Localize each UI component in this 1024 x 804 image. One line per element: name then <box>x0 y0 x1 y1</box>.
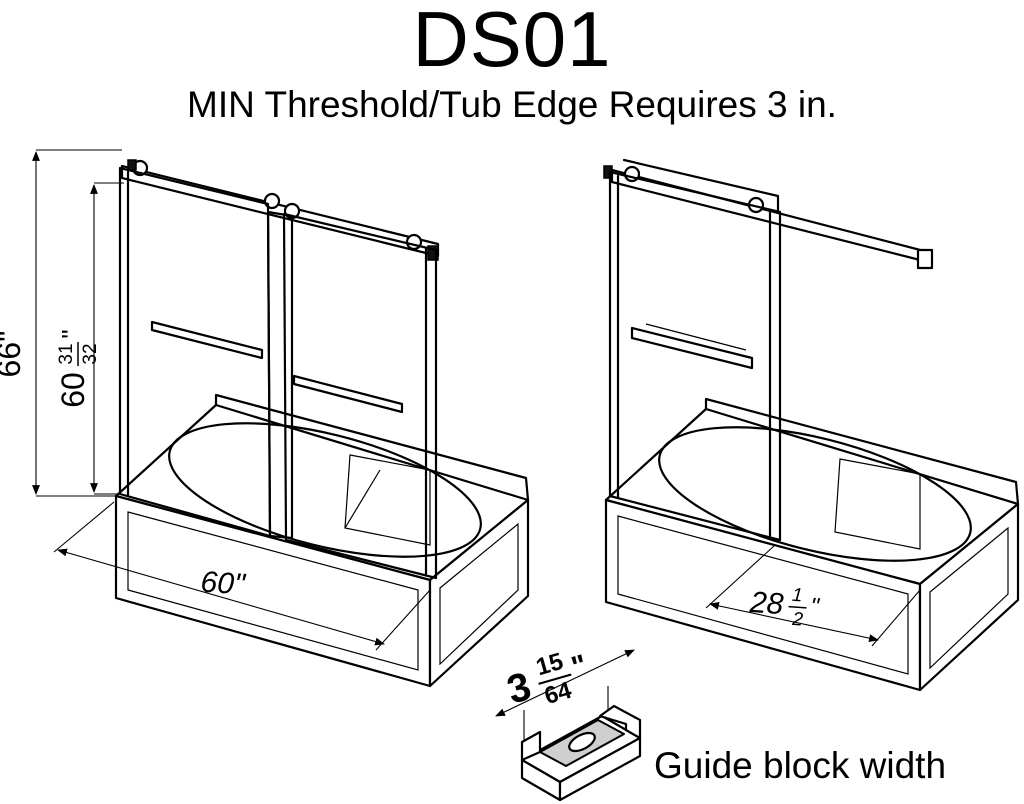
dim-glass-height-num: 31 <box>56 343 77 364</box>
right-stacked-glass <box>608 170 782 542</box>
left-shower-tub <box>32 149 530 688</box>
dim-glass-height-den: 32 <box>80 343 101 364</box>
right-shower-tub <box>603 158 1020 692</box>
dim-opening-num: 1 <box>791 585 803 607</box>
left-door-towel-bar <box>292 374 404 414</box>
left-sliding-door <box>282 212 438 580</box>
guide-block-caption: Guide block width <box>654 745 947 786</box>
dim-opening: 28 1 2 " <box>748 585 821 631</box>
dim-opening-whole: 28 <box>748 586 785 621</box>
left-tub-side <box>428 498 530 688</box>
left-tub-basin <box>168 422 482 558</box>
dim-opening-unit: " <box>809 593 821 621</box>
dim-guide-block: 3 15 64 " <box>502 648 591 713</box>
left-fixed-towel-bar <box>150 320 264 360</box>
dim-glass-height-unit: " <box>56 329 86 338</box>
dim-width: 60" <box>200 566 248 602</box>
right-towel-bar <box>630 326 754 370</box>
model-subtitle: MIN Threshold/Tub Edge Requires 3 in. <box>187 84 837 125</box>
dim-guide-num: 15 <box>533 648 566 681</box>
dim-guide-unit: " <box>568 649 591 685</box>
model-title: DS01 <box>412 0 612 83</box>
right-tub-side <box>918 502 1020 692</box>
right-tub-basin <box>658 426 972 562</box>
dim-glass-height-whole: 60 <box>55 372 91 408</box>
dim-guide-whole: 3 <box>502 664 536 712</box>
guide-block <box>495 649 642 802</box>
dim-overall-height: 66" <box>0 331 27 378</box>
dim-opening-den: 2 <box>791 609 804 631</box>
dim-glass-height: 60 31 32 " <box>55 329 101 407</box>
